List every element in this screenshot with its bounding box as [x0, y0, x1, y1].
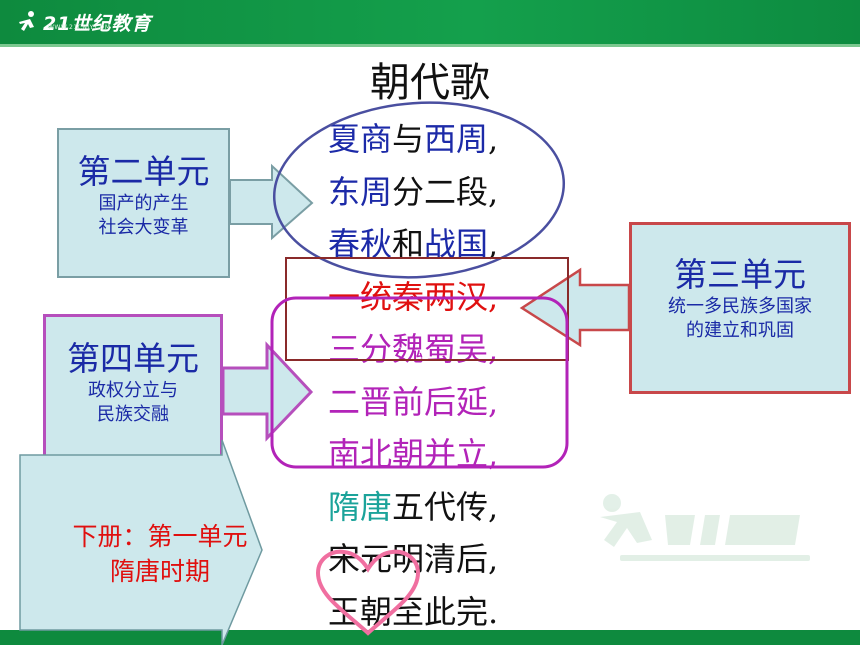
poem-segment: 二晋前后延,: [328, 382, 499, 421]
logo-text: 21世纪教育: [43, 12, 152, 35]
unit4-sub2: 民族交融: [97, 403, 169, 425]
poem-line: 夏商与西周,: [328, 113, 588, 166]
poem-segment: ,: [488, 120, 499, 158]
arrow-unit3-icon: [519, 267, 631, 348]
poem-segment: ,: [488, 225, 499, 263]
arrow-next-unit-icon: [19, 439, 263, 645]
poem-line: 春秋和战国,: [328, 218, 588, 271]
poem-segment: 三分魏蜀吴,: [328, 330, 499, 368]
logo-url: WWW.21CNJY.COM: [48, 24, 111, 31]
unit2-sub2: 社会大变革: [98, 216, 189, 238]
rect-unit4-highlight: [270, 296, 569, 469]
ellipse-units2-highlight: [272, 101, 566, 279]
poem-segment: 隋唐: [328, 487, 393, 526]
slide-title: 朝代歌: [370, 60, 490, 106]
unit2-box: 第二单元 国产的产生 社会大变革: [57, 128, 230, 278]
poem-segment: 和: [392, 225, 425, 263]
poem-segment: 战国: [424, 225, 489, 263]
unit2-sub1: 国产的产生: [98, 192, 189, 214]
next-unit-label: 下册：第一单元 隋唐时期: [40, 505, 280, 600]
poem-line: 东周分二段,: [328, 166, 588, 219]
footer-bar: [0, 630, 860, 645]
poem-segment: 西周: [424, 120, 489, 158]
runner-logo-icon: [19, 11, 34, 31]
next-unit-title: 下册：第一单元: [72, 522, 248, 551]
unit4-sub1: 政权分立与: [88, 379, 178, 401]
poem-line: 二晋前后延,: [328, 376, 588, 429]
poem-segment: 与: [392, 120, 425, 158]
unit4-box: 第四单元 政权分立与 民族交融: [43, 314, 223, 476]
arrow-unit4-icon: [221, 341, 314, 442]
header-divider: [0, 44, 860, 47]
header-bar: [0, 0, 860, 44]
unit2-title: 第二单元: [77, 152, 210, 191]
unit3-sub2: 的建立和巩固: [686, 319, 794, 341]
unit3-sub1: 统一多民族多国家: [668, 295, 812, 317]
arrow-unit2-icon: [229, 163, 314, 241]
next-unit-sub: 隋唐时期: [109, 557, 210, 586]
unit4-title: 第四单元: [67, 339, 199, 378]
rect-unit3-highlight: [285, 257, 569, 361]
poem: 夏商与西周,东周分二段,春秋和战国,一统秦两汉,三分魏蜀吴,二晋前后延,南北朝并…: [328, 113, 588, 638]
unit3-box: 第三单元 统一多民族多国家 的建立和巩固: [629, 222, 851, 394]
heart-icon: [315, 549, 421, 636]
poem-segment: 五代传,: [392, 487, 499, 526]
poem-segment: 分二段,: [392, 172, 499, 211]
poem-line: 隋唐五代传,: [328, 481, 588, 534]
poem-segment: 东周: [328, 172, 393, 211]
poem-line: 三分魏蜀吴,: [328, 323, 588, 376]
unit3-title: 第三单元: [674, 255, 806, 294]
poem-segment: 夏商: [328, 120, 393, 158]
poem-segment: 春秋: [328, 225, 393, 263]
site-logo: 21世纪教育: [14, 6, 151, 38]
